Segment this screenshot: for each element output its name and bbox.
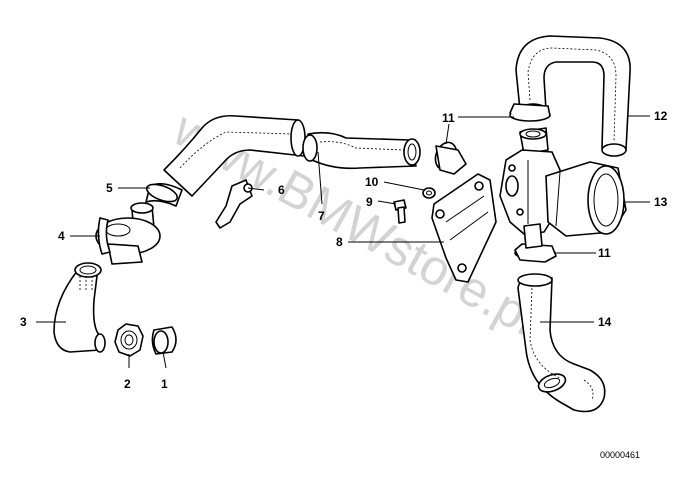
ring-part-5[interactable]: [145, 181, 183, 207]
callout-11-upper[interactable]: 11: [442, 111, 455, 125]
hose-clamp-part-11-upper[interactable]: [432, 103, 551, 175]
callout-13[interactable]: 13: [654, 195, 668, 209]
cap-plug-part-1[interactable]: [151, 326, 177, 355]
callout-labels: 1 2 3 4 5 6 7 8 9 10 11 11 12 13 14: [20, 109, 668, 391]
lower-hose-part-14[interactable]: [517, 273, 606, 413]
bracket-clip-part-6[interactable]: [215, 179, 253, 229]
callout-3[interactable]: 3: [20, 315, 27, 329]
callout-7[interactable]: 7: [318, 209, 325, 223]
valve-body-part-13[interactable]: [499, 127, 627, 249]
mounting-bracket-part-8[interactable]: [431, 173, 497, 283]
callout-12[interactable]: 12: [654, 109, 668, 123]
hex-nut-part-2[interactable]: [114, 323, 144, 357]
reference-number: 00000461: [600, 450, 640, 460]
bolt-part-9[interactable]: [393, 199, 407, 224]
callout-8[interactable]: 8: [336, 235, 343, 249]
callout-10[interactable]: 10: [365, 175, 379, 189]
callout-14[interactable]: 14: [598, 315, 612, 329]
leader-lines: [36, 115, 650, 369]
callout-1[interactable]: 1: [161, 377, 168, 391]
hose-upper-left[interactable]: [163, 114, 306, 197]
washer-part-10[interactable]: [422, 187, 436, 199]
hose-part-7[interactable]: [302, 131, 421, 170]
callout-6[interactable]: 6: [278, 183, 285, 197]
check-valve-part-4[interactable]: [95, 202, 161, 265]
callout-5[interactable]: 5: [106, 181, 113, 195]
callout-2[interactable]: 2: [124, 377, 131, 391]
elbow-pipe-part-3[interactable]: [53, 262, 106, 353]
callout-11-lower[interactable]: 11: [598, 246, 611, 260]
callout-4[interactable]: 4: [58, 229, 65, 243]
callout-9[interactable]: 9: [366, 195, 373, 209]
